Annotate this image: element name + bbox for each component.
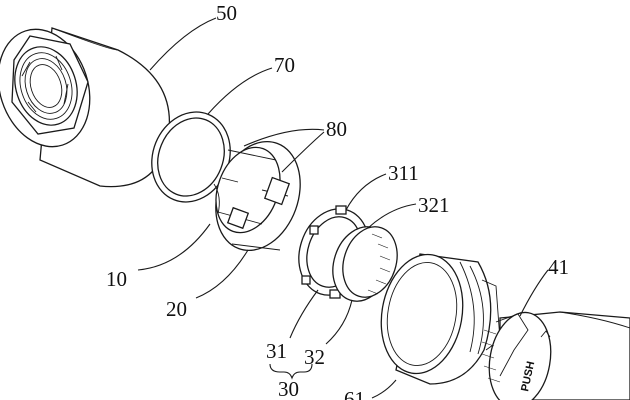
callout-70: 70 <box>274 53 295 77</box>
part-32-collar <box>332 226 398 302</box>
part-70-ring <box>151 111 231 203</box>
callout-50: 50 <box>216 1 237 25</box>
callout-61: 61 <box>344 387 365 400</box>
callout-30: 30 <box>278 377 299 400</box>
brace-30 <box>269 363 313 380</box>
callout-80: 80 <box>326 117 347 141</box>
part-61-body <box>380 253 501 385</box>
leader-lines <box>137 17 549 399</box>
part-41-push-collar: PUSH <box>481 311 630 400</box>
callout-10: 10 <box>106 267 127 291</box>
callout-41: 41 <box>548 255 569 279</box>
callout-321: 321 <box>418 193 450 217</box>
callout-311: 311 <box>388 161 419 185</box>
part-80-clip <box>213 140 301 252</box>
callout-32: 32 <box>304 345 325 369</box>
part-50-cap <box>0 27 170 188</box>
callout-20: 20 <box>166 297 187 321</box>
callout-31: 31 <box>266 339 287 363</box>
